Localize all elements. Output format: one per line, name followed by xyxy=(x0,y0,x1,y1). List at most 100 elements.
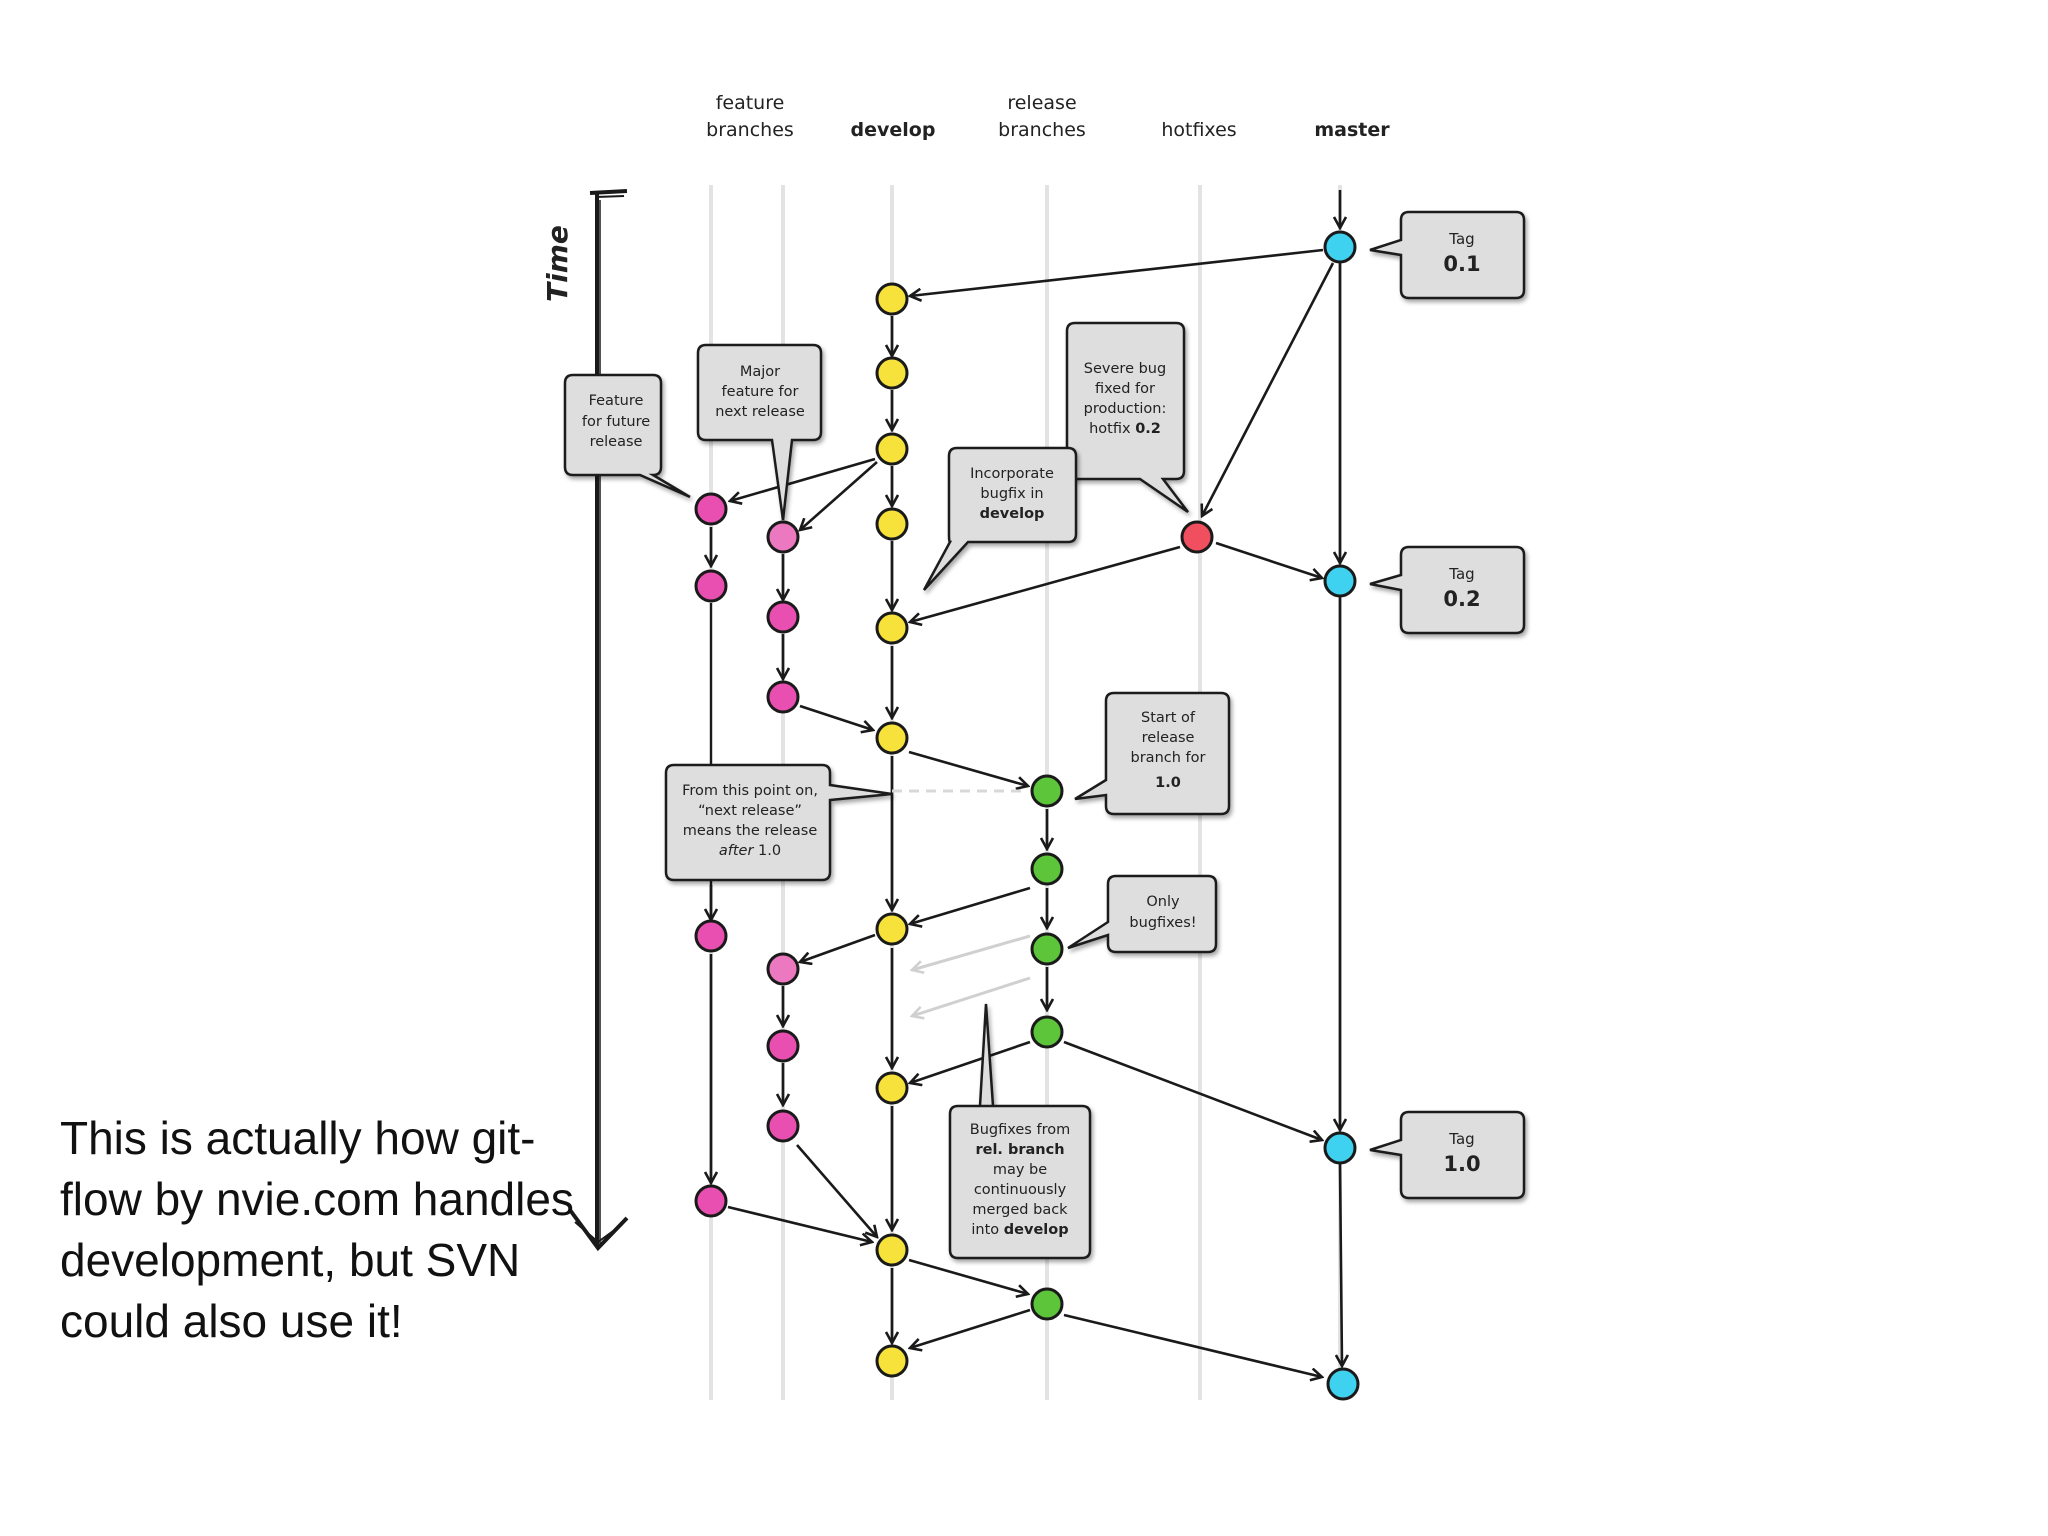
commits xyxy=(694,230,1360,1401)
commit-feature2-6 xyxy=(766,1109,800,1143)
callout-incorporate-line3: develop xyxy=(980,506,1045,522)
commit-master-1.0 xyxy=(1323,1131,1357,1165)
callout-severe-line4b: 0.2 xyxy=(1135,421,1161,437)
faded-merge-arrows xyxy=(912,934,1031,1016)
callout-feature-future-line3: release xyxy=(590,434,643,450)
callout-start-of-release: Start of release branch for 1.0 xyxy=(1074,691,1231,816)
commit-feature1-2 xyxy=(694,569,728,603)
callout-severe-line2: fixed for xyxy=(1095,381,1155,397)
callout-start-line4: 1.0 xyxy=(1155,775,1181,791)
callout-severe-line4a: hotfix xyxy=(1089,421,1135,437)
tag-callout-0.2: Tag 0.2 xyxy=(1369,545,1526,635)
column-header-develop: develop xyxy=(850,119,936,141)
callout-bugfixes-line6b: develop xyxy=(1004,1222,1069,1238)
slide-caption: This is actually how git-flow by nvie.co… xyxy=(60,1112,574,1347)
tag-callout-0.1: Tag 0.1 xyxy=(1369,210,1526,300)
time-axis xyxy=(568,189,629,1252)
callout-incorporate-line1: Incorporate xyxy=(970,466,1054,482)
callout-severe-line1: Severe bug xyxy=(1084,361,1166,377)
svg-text:rel. branch: rel. branch xyxy=(975,1142,1064,1158)
tag-0.2-label: Tag xyxy=(1448,565,1474,583)
callout-severe-bug: Severe bug fixed for production: hotfix … xyxy=(1065,321,1189,514)
commit-master-0.2 xyxy=(1323,564,1357,598)
svg-text:feature for: feature for xyxy=(722,384,799,400)
svg-text:Feature: Feature xyxy=(589,393,644,409)
callout-from-line4a: after xyxy=(719,843,755,859)
svg-text:for future: for future xyxy=(582,414,650,430)
svg-text:“next release”: “next release” xyxy=(698,803,802,819)
commit-release-4 xyxy=(1030,1015,1064,1049)
svg-text:Start of: Start of xyxy=(1141,710,1196,726)
callout-feature-future-line2: for future xyxy=(582,414,650,430)
svg-text:1.0: 1.0 xyxy=(1155,775,1181,791)
commit-feature2-5 xyxy=(766,1029,800,1063)
callout-start-line3: branch for xyxy=(1131,750,1206,766)
tag-0.1-label: Tag xyxy=(1448,230,1474,248)
tag-0.2-value: 0.2 xyxy=(1443,587,1480,611)
callout-incorporate-bugfix: Incorporate bugfix in develop xyxy=(922,446,1078,591)
svg-text:means the release: means the release xyxy=(683,823,818,839)
commit-master-final xyxy=(1326,1367,1360,1401)
callout-bugfixes-line5: merged back xyxy=(972,1202,1068,1218)
commit-feature2-4 xyxy=(766,952,800,986)
commit-develop-4 xyxy=(875,507,909,541)
svg-text:continuously: continuously xyxy=(974,1182,1067,1198)
svg-text:Severe bug: Severe bug xyxy=(1084,361,1166,377)
callout-major-line3: next release xyxy=(715,404,805,420)
column-header-hotfixes: hotfixes xyxy=(1161,119,1237,141)
svg-text:fixed for: fixed for xyxy=(1095,381,1155,397)
commit-develop-10 xyxy=(875,1344,909,1378)
callout-only-line2: bugfixes! xyxy=(1129,915,1196,931)
commit-feature1-1 xyxy=(694,492,728,526)
callout-feature-for-future-release: Feature for future release xyxy=(563,373,691,499)
column-header-master: master xyxy=(1314,119,1390,141)
commit-feature2-2 xyxy=(766,600,800,634)
column-header-feature-line2: branches xyxy=(706,119,794,141)
column-header-feature-line1: feature xyxy=(715,92,785,114)
commit-develop-5 xyxy=(875,611,909,645)
svg-text:into develop: into develop xyxy=(971,1222,1068,1238)
callout-start-line1: Start of xyxy=(1141,710,1196,726)
column-header-release-line1: release xyxy=(1007,92,1077,114)
commit-develop-7 xyxy=(875,912,909,946)
svg-text:production:: production: xyxy=(1084,401,1167,417)
tag-1.0-value: 1.0 xyxy=(1443,1152,1480,1176)
commit-feature2-3 xyxy=(766,680,800,714)
tag-callout-1.0: Tag 1.0 xyxy=(1369,1110,1526,1200)
callout-from-line1: From this point on, xyxy=(682,783,818,799)
callout-severe-line3: production: xyxy=(1084,401,1167,417)
svg-text:release: release xyxy=(590,434,643,450)
svg-text:develop: develop xyxy=(980,506,1045,522)
connections xyxy=(711,190,1342,1377)
time-label: Time xyxy=(541,225,574,302)
callout-bugfixes-line6a: into xyxy=(971,1222,1003,1238)
callout-bugfixes-line1: Bugfixes from xyxy=(970,1122,1070,1138)
svg-text:bugfix in: bugfix in xyxy=(980,486,1043,502)
svg-text:Incorporate: Incorporate xyxy=(970,466,1054,482)
callout-from-this-point-on: From this point on, “next release” means… xyxy=(664,763,893,882)
svg-text:Only: Only xyxy=(1146,894,1180,910)
callout-major-line1: Major xyxy=(740,364,780,380)
callout-start-line2: release xyxy=(1142,730,1195,746)
svg-text:bugfixes!: bugfixes! xyxy=(1129,915,1196,931)
callout-only-line1: Only xyxy=(1146,894,1180,910)
commit-feature1-3 xyxy=(694,919,728,953)
commit-release-2 xyxy=(1030,852,1064,886)
svg-text:next release: next release xyxy=(715,404,805,420)
commit-hotfix-0.2 xyxy=(1180,520,1214,554)
svg-text:merged back: merged back xyxy=(972,1202,1068,1218)
callout-incorporate-line2: bugfix in xyxy=(980,486,1043,502)
svg-text:branch for: branch for xyxy=(1131,750,1206,766)
commit-develop-3 xyxy=(875,432,909,466)
tag-1.0-label: Tag xyxy=(1448,1130,1474,1148)
callout-from-line3: means the release xyxy=(683,823,818,839)
commit-feature1-4 xyxy=(694,1184,728,1218)
callout-major-line2: feature for xyxy=(722,384,799,400)
callout-bugfixes-line4: continuously xyxy=(974,1182,1067,1198)
commit-develop-9 xyxy=(875,1233,909,1267)
callout-feature-future-line1: Feature xyxy=(589,393,644,409)
column-header-release-line2: branches xyxy=(998,119,1086,141)
commit-release-1 xyxy=(1030,774,1064,808)
commit-release-3 xyxy=(1030,932,1064,966)
